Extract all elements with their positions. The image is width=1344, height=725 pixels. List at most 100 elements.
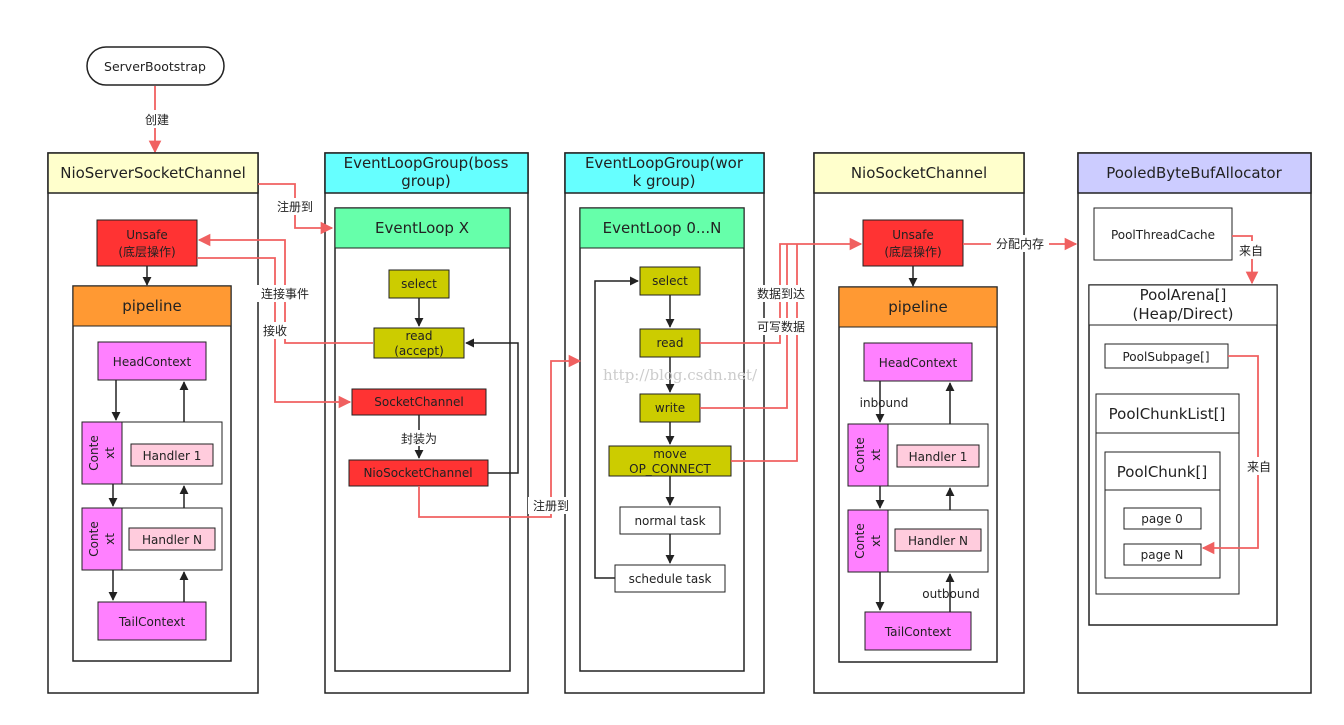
- connect-event-label: 连接事件: [261, 286, 309, 301]
- socket-tail-context: [864, 611, 972, 651]
- page-n-label: page N: [1141, 548, 1184, 562]
- socket-handler-n: [894, 528, 982, 552]
- pool-arena-subtitle: (Heap/Direct): [1133, 305, 1234, 323]
- pool-subpage-box: [1104, 343, 1229, 369]
- register-to-label-2: 注册到: [533, 498, 569, 513]
- page-n-box: [1123, 543, 1202, 566]
- work-write-label: write: [655, 401, 685, 415]
- server-channel-header: [47, 152, 259, 194]
- boss-accept-label: (accept): [394, 344, 444, 358]
- boss-select-label: select: [401, 277, 437, 291]
- server-head-context: [97, 341, 207, 381]
- server-pipeline-title: pipeline: [122, 297, 182, 315]
- socket-unsafe-label: Unsafe: [892, 228, 934, 242]
- boss-group-title: EventLoopGroup(boss: [344, 154, 509, 172]
- work-event-loop-header: [579, 207, 745, 249]
- boss-read-accept-node: [373, 327, 465, 359]
- boss-event-loop-header: [334, 207, 511, 249]
- subpage-from-page-arrow: [1201, 355, 1259, 555]
- work-move-label: move: [653, 447, 687, 461]
- socket-unsafe-box: [862, 219, 964, 267]
- boss-event-loop-title: EventLoop X: [375, 219, 469, 237]
- socket-head-context: [863, 342, 973, 382]
- create-label: 创建: [145, 113, 169, 127]
- pool-chunk-list-title: PoolChunkList[]: [1109, 405, 1226, 423]
- socket-context-1-label: Conte: [853, 437, 867, 472]
- work-select-node: [639, 266, 701, 296]
- server-context-n-label-b: xt: [103, 533, 117, 545]
- work-write-node: [639, 393, 701, 423]
- work-read-node: [639, 328, 701, 358]
- socket-handler-1-label: Handler 1: [909, 450, 968, 464]
- socket-handler-1: [896, 444, 980, 468]
- page-0-box: [1123, 507, 1202, 530]
- page-0-label: page 0: [1141, 512, 1182, 526]
- pool-chunk-header: [1104, 451, 1221, 491]
- work-move-op-connect-node: [608, 445, 732, 477]
- boss-read-label: read: [405, 329, 432, 343]
- work-group-title: EventLoopGroup(wor: [585, 154, 744, 172]
- writable-label: 可写数据: [757, 319, 805, 334]
- watermark: http://blog.csdn.net/: [603, 366, 758, 384]
- server-bootstrap-node: [86, 46, 225, 86]
- register-to-label-1: 注册到: [277, 199, 313, 214]
- pool-chunk-list-header: [1095, 393, 1240, 434]
- pool-subpage-label: PoolSubpage[]: [1123, 350, 1210, 364]
- boss-group-title-b: group): [401, 172, 450, 190]
- pool-thread-cache-label: PoolThreadCache: [1111, 228, 1215, 242]
- from-label-2: 来自: [1247, 460, 1271, 474]
- server-handler-n: [128, 527, 216, 551]
- allocator-title: PooledByteBufAllocator: [1106, 164, 1282, 182]
- data-arrive-label: 数据到达: [757, 286, 805, 301]
- socket-handler-n-label: Handler N: [908, 534, 968, 548]
- server-unsafe-label: Unsafe: [126, 228, 168, 242]
- server-context-1-label: Conte: [87, 435, 101, 470]
- socket-head-context-label: HeadContext: [879, 356, 958, 370]
- server-handler-1-label: Handler 1: [143, 449, 202, 463]
- receive-label: 接收: [263, 323, 287, 338]
- server-context-1-label-b: xt: [103, 447, 117, 459]
- register-work-arrow: [418, 354, 582, 518]
- boss-group-header: [324, 152, 529, 194]
- boss-loop-back-arrow: [465, 338, 519, 474]
- boss-nio-socket-channel-label: NioSocketChannel: [363, 466, 472, 480]
- work-normal-task-node: [619, 506, 721, 535]
- work-schedule-task-label: schedule task: [629, 572, 712, 586]
- pool-arena-title: PoolArena[]: [1140, 286, 1227, 304]
- allocate-memory-label: 分配内存: [996, 237, 1044, 251]
- server-pipeline-header: [72, 285, 232, 327]
- server-head-context-label: HeadContext: [113, 355, 192, 369]
- work-read-label: read: [656, 336, 683, 350]
- boss-nio-socket-channel-node: [348, 459, 489, 487]
- allocator-header: [1077, 152, 1312, 194]
- socket-context-1-label-b: xt: [869, 449, 883, 461]
- work-group-header: [564, 152, 765, 194]
- socket-pipeline-header: [838, 286, 998, 328]
- pool-thread-cache-box: [1093, 207, 1233, 261]
- server-tail-context: [97, 601, 207, 641]
- thread-cache-from-arrow: [1232, 235, 1259, 285]
- server-context-n-label: Conte: [87, 521, 101, 556]
- work-group-title-b: k group): [633, 172, 696, 190]
- inbound-label: inbound: [860, 396, 909, 410]
- pool-arena-header: [1088, 284, 1278, 326]
- server-unsafe-box: [96, 219, 198, 267]
- socket-context-n-label: Conte: [853, 523, 867, 558]
- work-normal-task-label: normal task: [634, 514, 705, 528]
- server-handler-1: [130, 443, 214, 467]
- server-channel-title: NioServerSocketChannel: [60, 164, 246, 182]
- server-handler-n-label: Handler N: [142, 533, 202, 547]
- socket-channel-header: [813, 152, 1025, 194]
- socket-unsafe-sub-label: (底层操作): [884, 244, 941, 259]
- server-unsafe-sub-label: (底层操作): [118, 244, 175, 259]
- pool-chunk-title: PoolChunk[]: [1117, 463, 1207, 481]
- socket-channel-title: NioSocketChannel: [851, 164, 987, 182]
- work-event-loop-title: EventLoop 0...N: [603, 219, 722, 237]
- server-bootstrap-label: ServerBootstrap: [104, 59, 206, 74]
- socket-context-n-label-b: xt: [869, 535, 883, 547]
- from-label-1: 来自: [1239, 244, 1263, 258]
- work-loop-back-arrow: [594, 276, 639, 579]
- wrap-label: 封装为: [401, 432, 437, 446]
- work-select-label: select: [652, 274, 688, 288]
